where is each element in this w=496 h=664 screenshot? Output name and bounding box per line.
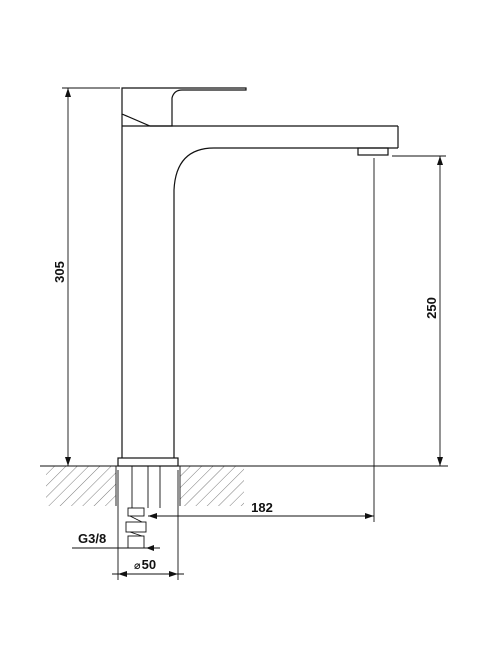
dim-50-label: ⌀50 [134, 557, 156, 572]
dim-305-arrow-top [65, 88, 71, 97]
dim-spout-reach: 182 [148, 158, 375, 522]
dim-305-label: 305 [52, 261, 67, 283]
dim-50-arrow-right [169, 571, 178, 577]
dim-182-arrow-right [365, 513, 374, 519]
dim-182-label: 182 [251, 500, 273, 515]
lever-handle [121, 87, 247, 127]
diameter-value: 50 [142, 557, 156, 572]
nut-top [127, 507, 145, 517]
countertop-right-hatch [180, 466, 244, 506]
diameter-symbol: ⌀ [134, 560, 141, 572]
dim-305-arrow-bottom [65, 457, 71, 466]
faucet-body [117, 87, 399, 467]
dim-thread: G3/8 [72, 531, 160, 551]
hose-break-marks [129, 515, 143, 537]
dim-250-arrow-bottom [437, 457, 443, 466]
countertop-left-hatch [46, 466, 116, 506]
faucet-base-ring [117, 457, 179, 467]
countertop [40, 465, 448, 506]
dim-250-arrow-top [437, 156, 443, 165]
hose-connector [127, 535, 145, 549]
dim-total-height: 305 [52, 87, 120, 466]
aerator [357, 147, 389, 156]
supply-fittings [125, 466, 161, 549]
dim-182-arrow-left [148, 513, 157, 519]
dim-thread-arrow [146, 545, 154, 551]
nut-middle [125, 521, 147, 533]
spout-underside [173, 147, 398, 191]
dim-spout-height: 250 [392, 155, 446, 466]
dim-250-label: 250 [424, 297, 439, 319]
dim-thread-label: G3/8 [78, 531, 106, 546]
dim-base-diameter: ⌀50 [112, 470, 184, 580]
dim-50-arrow-left [118, 571, 127, 577]
